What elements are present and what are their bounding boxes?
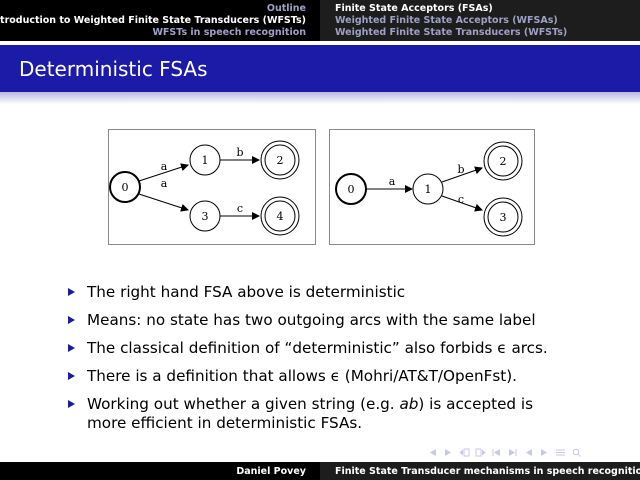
bullet-item: The classical definition of “determinist… xyxy=(68,339,628,358)
frame-title: Deterministic FSAs xyxy=(19,56,208,81)
state xyxy=(189,200,221,232)
frame-right-icon[interactable] xyxy=(443,448,454,457)
bullet-text-prefix: Working out whether a given string (e.g. xyxy=(87,395,400,413)
final-state-inner xyxy=(264,200,296,232)
bullet-text: There is a definition that allows ϵ (Moh… xyxy=(87,367,517,385)
frame-title-bar: Deterministic FSAs xyxy=(0,45,640,92)
bullet-text: Means: no state has two outgoing arcs wi… xyxy=(87,311,536,329)
subsection-link-fsas[interactable]: Finite State Acceptors (FSAs) xyxy=(335,3,493,14)
state-label: 4 xyxy=(277,210,284,223)
state xyxy=(412,173,444,205)
subsection-link-wfsas[interactable]: Weighted Finite State Acceptors (WFSAs) xyxy=(335,15,558,26)
bullet-item: There is a definition that allows ϵ (Moh… xyxy=(68,367,628,386)
deterministic-fsa-figure: a b c 0 1 2 3 xyxy=(329,129,535,245)
footer-title: Finite State Transducer mechanisms in sp… xyxy=(335,465,640,477)
final-state xyxy=(260,140,300,180)
state-label: 3 xyxy=(202,210,209,223)
state-label: 1 xyxy=(425,183,432,196)
title-shadow xyxy=(0,92,640,104)
bullet-item: Working out whether a given string (e.g.… xyxy=(68,395,628,433)
arc-label: a xyxy=(389,175,396,188)
footer-author-box: Daniel Povey xyxy=(0,462,320,480)
arc-label: a xyxy=(161,160,168,173)
final-state-inner xyxy=(487,145,519,177)
section-nav: Outline Introduction to Weighted Finite … xyxy=(0,0,320,41)
bullet-list: The right hand FSA above is deterministi… xyxy=(68,283,628,442)
slide-left-icon[interactable] xyxy=(523,448,534,457)
bullet-text: Working out whether a given string (e.g.… xyxy=(87,395,533,433)
subsection-link-wfsts[interactable]: Weighted Finite State Transducers (WFSTs… xyxy=(335,27,568,38)
state-label: 3 xyxy=(500,211,507,224)
section-link-intro-wfst[interactable]: Introduction to Weighted Finite State Tr… xyxy=(0,15,306,26)
subsection-left-icon[interactable] xyxy=(459,448,470,457)
section-left-icon[interactable] xyxy=(491,448,502,457)
final-state xyxy=(260,196,300,236)
frame-left-icon[interactable] xyxy=(427,448,438,457)
bullet-triangle-icon xyxy=(68,288,75,296)
state-label: 0 xyxy=(348,183,355,196)
bullet-text-suffix: ) is accepted is xyxy=(418,395,534,413)
footer-author: Daniel Povey xyxy=(236,465,306,477)
bullet-text: The right hand FSA above is deterministi… xyxy=(87,283,406,301)
search-icon[interactable] xyxy=(571,448,582,457)
bullet-triangle-icon xyxy=(68,344,75,352)
footer-title-box: Finite State Transducer mechanisms in sp… xyxy=(320,462,640,480)
arc-label: c xyxy=(458,193,464,206)
final-state-inner xyxy=(264,144,296,176)
bullet-item: The right hand FSA above is deterministi… xyxy=(68,283,628,302)
align-icon[interactable] xyxy=(555,448,566,457)
state-label: 2 xyxy=(500,155,507,168)
arc-0-3 xyxy=(138,193,189,212)
initial-state xyxy=(109,171,141,203)
final-state xyxy=(483,141,523,181)
section-link-outline[interactable]: Outline xyxy=(266,3,306,14)
arc-label: c xyxy=(237,202,243,215)
bullet-triangle-icon xyxy=(68,372,75,380)
section-link-wfsts-speech[interactable]: WFSTs in speech recognition xyxy=(152,27,306,38)
arc-0-1 xyxy=(138,163,189,182)
bullet-triangle-icon xyxy=(68,400,75,408)
subsection-right-icon[interactable] xyxy=(475,448,486,457)
state-label: 1 xyxy=(202,154,209,167)
bullet-text: The classical definition of “determinist… xyxy=(87,339,548,357)
navigation-symbols xyxy=(427,446,582,458)
bullet-triangle-icon xyxy=(68,316,75,324)
section-right-icon[interactable] xyxy=(507,448,518,457)
state-label: 2 xyxy=(277,154,284,167)
bullet-item: Means: no state has two outgoing arcs wi… xyxy=(68,311,628,330)
arc-label: b xyxy=(236,146,243,159)
slide-right-icon[interactable] xyxy=(539,448,550,457)
arc-label: b xyxy=(457,163,464,176)
arc-1-3 xyxy=(441,195,483,212)
final-state xyxy=(483,197,523,237)
arc-label: a xyxy=(161,177,168,190)
nondeterministic-fsa-figure: a a b c 0 1 3 2 4 xyxy=(108,129,316,245)
arc-1-2 xyxy=(441,166,483,183)
headline-bar: Outline Introduction to Weighted Finite … xyxy=(0,0,640,41)
footer-bar: Daniel Povey Finite State Transducer mec… xyxy=(0,462,640,480)
state xyxy=(189,144,221,176)
initial-state xyxy=(335,173,367,205)
bullet-text-line2: more efficient in deterministic FSAs. xyxy=(87,414,363,432)
state-label: 0 xyxy=(122,181,129,194)
subsection-nav: Finite State Acceptors (FSAs) Weighted F… xyxy=(320,0,640,41)
example-string: ab xyxy=(399,395,419,413)
final-state-inner xyxy=(487,201,519,233)
